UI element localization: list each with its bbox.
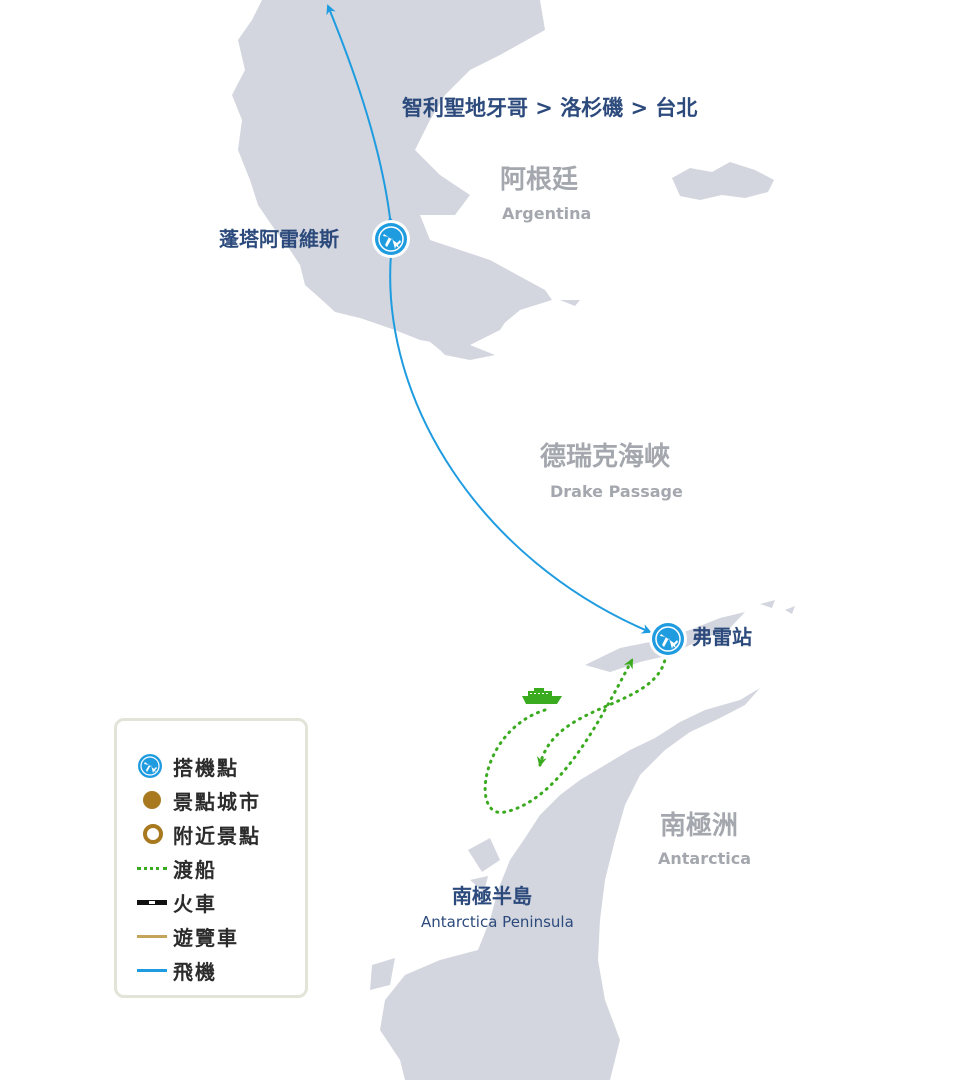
legend-item-nearby: 附近景點: [137, 821, 261, 848]
ship-icon: [522, 688, 562, 704]
legend-label: 附近景點: [173, 823, 261, 848]
ferry-route-outbound: [536, 652, 668, 767]
region-argentina-zh: 阿根廷: [500, 165, 579, 195]
legend-label: 遊覽車: [173, 925, 239, 950]
flight-route-label: 智利聖地牙哥 > 洛杉磯 > 台北: [402, 96, 698, 120]
flight-line-icon: [137, 968, 167, 972]
south-shetland-islands: [585, 600, 795, 672]
map-legend: 搭機點 景點城市 附近景點 渡船 火車 遊覽車 飛機: [114, 718, 308, 998]
legend-item-bus: 遊覽車: [137, 923, 239, 950]
legend-label: 火車: [173, 891, 217, 916]
airport-icon[interactable]: [372, 220, 410, 258]
falkland-islands: [672, 162, 774, 200]
region-antarctica-zh: 南極洲: [660, 811, 739, 841]
legend-item-flight: 飛機: [137, 957, 217, 984]
antarctic-peninsula: [380, 688, 760, 1080]
peninsula-west-islets: [370, 838, 500, 990]
legend-item-train: 火車: [137, 889, 217, 916]
legend-item-airport: 搭機點: [137, 753, 239, 780]
flight-route-drake: [386, 245, 652, 634]
ferry-route-return: [483, 658, 634, 814]
bus-line-icon: [137, 934, 167, 938]
nearby-ring-icon: [143, 824, 163, 844]
ferry-line-icon: [137, 866, 167, 870]
airport-icon[interactable]: [649, 620, 687, 658]
legend-item-ferry: 渡船: [137, 855, 217, 882]
place-peninsula-zh: 南極半島: [452, 884, 532, 908]
legend-label: 渡船: [173, 857, 217, 882]
airport-icon: [138, 754, 162, 778]
region-argentina-en: Argentina: [502, 204, 592, 223]
place-frei-station[interactable]: 弗雷站: [692, 625, 752, 649]
legend-label: 搭機點: [173, 755, 239, 780]
place-punta-arenas[interactable]: 蓬塔阿雷維斯: [219, 227, 339, 251]
city-dot-icon: [143, 791, 161, 809]
train-line-icon: [137, 899, 167, 905]
legend-item-city: 景點城市: [137, 787, 261, 814]
flight-route-north: [326, 4, 396, 227]
legend-label: 景點城市: [173, 789, 261, 814]
legend-label: 飛機: [173, 959, 217, 984]
region-antarctica-en: Antarctica: [658, 849, 752, 868]
region-drake-en: Drake Passage: [550, 482, 683, 501]
region-drake-zh: 德瑞克海峽: [540, 442, 671, 472]
place-peninsula-en: Antarctica Peninsula: [421, 913, 574, 931]
